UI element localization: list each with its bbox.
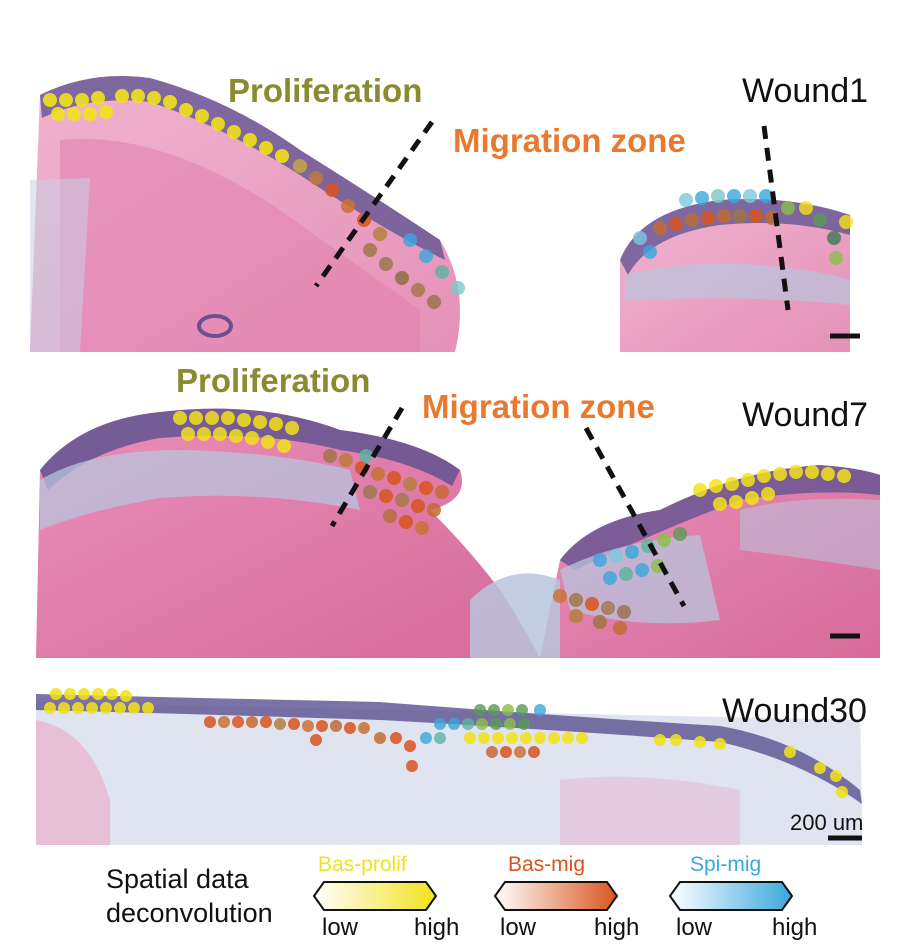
colorbar-bas-mig-label: Bas-mig [508,853,586,876]
scale-bar-label: 200 um [790,810,864,835]
zone-boundary-line [313,120,435,288]
legend-title: Spatial data deconvolution [106,862,273,930]
zone-boundary-line [583,426,687,608]
proliferation-label: Proliferation [228,72,423,109]
colorbar-spi-mig-low: low [676,914,713,941]
spots-bas-mig-wound30 [204,716,540,772]
spots-spi-mig-wound1 [403,189,853,295]
colorbar-bas-prolif-label: Bas-prolif [318,853,407,876]
wound-label: Wound1 [742,72,869,110]
spots-bas-mig-wound7 [323,449,631,635]
colorbar-spi-mig [668,881,794,911]
migration-zone-label: Migration zone [422,388,655,425]
panel-wound30: Wound30 200 um [0,680,903,845]
zone-boundary-line [329,406,405,528]
proliferation-label: Proliferation [176,362,371,399]
spots-bas-prolif-wound1 [43,89,289,163]
spots-spi-mig-wound30 [420,704,546,744]
spots-bas-prolif-wound7 [173,411,851,511]
tissue-image-wound1 [30,76,860,352]
zone-boundary-line [761,125,791,311]
colorbar-spi-mig-label: Spi-mig [690,853,762,876]
colorbar-bas-mig [493,881,619,911]
tissue-image-wound30 [36,688,862,845]
legend-title-line1: Spatial data [106,864,249,894]
colorbar-spi-mig-high: high [772,914,818,941]
spots-bas-prolif-wound30 [44,688,848,798]
migration-zone-label: Migration zone [453,122,686,159]
panel-wound1: Proliferation Migration zone Wound1 [0,60,903,352]
tissue-image-wound7 [36,406,880,658]
wound-label: Wound7 [742,396,869,434]
panel-wound7: Proliferation Migration zone Wound7 [0,360,903,658]
colorbar-bas-prolif-high: high [414,914,460,941]
legend-title-line2: deconvolution [106,898,273,928]
colorbar-bas-mig-low: low [500,914,537,941]
colorbar-bas-mig-high: high [594,914,640,941]
colorbar-bas-prolif-low: low [322,914,359,941]
colorbar-bas-prolif [312,881,438,911]
wound-label: Wound30 [722,692,867,730]
